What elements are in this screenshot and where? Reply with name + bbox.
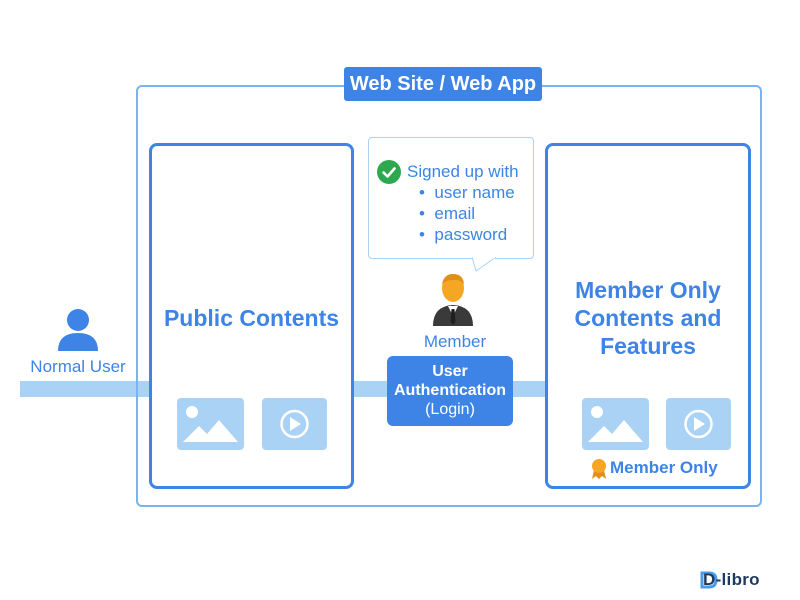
check-circle-icon — [377, 160, 401, 184]
member-contents-title: Member Only Contents and Features — [548, 276, 748, 360]
member-label: Member — [423, 332, 487, 351]
image-icon — [183, 406, 238, 442]
play-icon — [684, 409, 713, 439]
public-contents-title: Public Contents — [163, 305, 340, 331]
signup-item: • password — [419, 225, 508, 244]
signup-item-username: user name — [434, 183, 515, 202]
member-only-label: Member Only — [610, 458, 718, 477]
signup-heading: Signed up with — [407, 162, 519, 181]
normal-user-icon — [58, 309, 98, 351]
member-title-line1: Member Only — [575, 277, 721, 303]
dlibro-logo-icon — [700, 571, 718, 589]
user-authentication-box: User Authentication (Login) — [387, 356, 513, 426]
video-tile — [666, 398, 731, 450]
arrow-public-to-auth — [343, 381, 390, 397]
dlibro-logo: D-libro — [700, 568, 780, 592]
public-contents-panel: Public Contents — [149, 143, 354, 489]
image-icon — [588, 406, 643, 442]
auth-line1: User — [432, 363, 468, 380]
video-tile — [262, 398, 327, 450]
member-person-icon — [433, 274, 473, 326]
signup-item-password: password — [434, 225, 508, 244]
signup-item: • email — [419, 204, 476, 223]
dlibro-logo-text: D-libro — [703, 570, 760, 589]
play-icon — [280, 409, 309, 439]
auth-line2: Authentication — [394, 382, 506, 399]
award-ribbon-icon — [592, 459, 606, 479]
signup-item: • user name — [419, 183, 515, 202]
member-title-line2: Contents and — [574, 305, 722, 331]
member-title-line3: Features — [600, 333, 696, 359]
signup-bubble: Signed up with • user name • email • pas… — [368, 137, 534, 259]
signup-item-email: email — [434, 204, 476, 223]
member-only-badge: Member Only — [590, 457, 740, 479]
bubble-tail — [472, 257, 497, 272]
arrow-normal-to-public — [20, 373, 180, 405]
member-contents-panel: Member Only Contents and Features Member… — [545, 143, 751, 489]
normal-user-label: Normal User — [30, 357, 126, 376]
image-tile — [177, 398, 244, 450]
image-tile — [582, 398, 649, 450]
website-title: Web Site / Web App — [344, 67, 542, 101]
auth-line3: (Login) — [425, 401, 475, 418]
